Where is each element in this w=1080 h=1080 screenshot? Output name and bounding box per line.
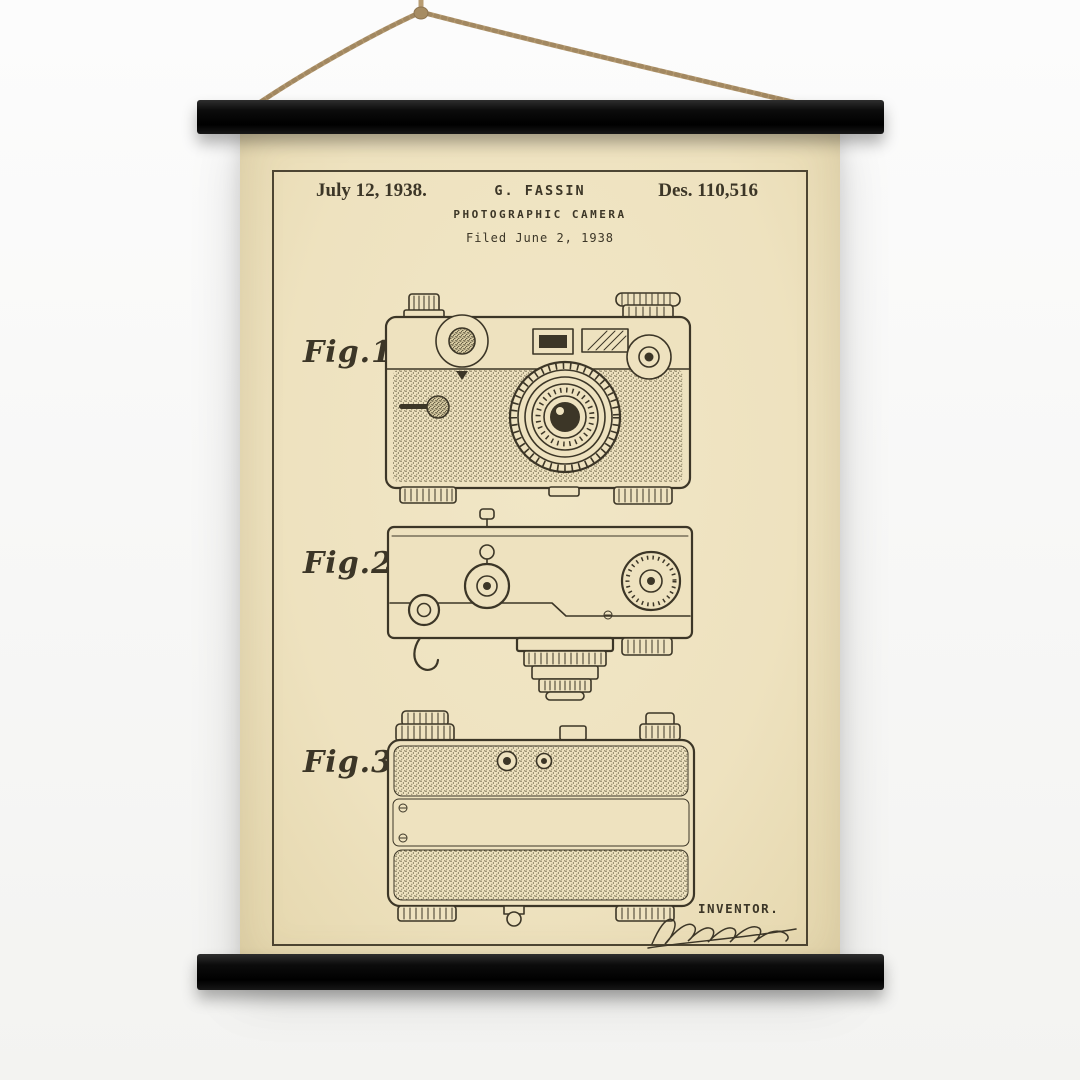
hanger-bar-top [197,100,884,134]
filed-date: Filed June 2, 1938 [465,231,615,245]
string-knot [413,6,429,20]
hanger-bar-bottom [197,954,884,990]
patent-title: PHOTOGRAPHIC CAMERA [453,208,627,221]
hanging-string [243,0,839,115]
patent-date: July 12, 1938. [316,180,427,201]
patent-number: Des. 110,516 [658,180,758,201]
inventor-name: G. FASSIN [494,183,586,199]
poster-border [272,170,808,946]
